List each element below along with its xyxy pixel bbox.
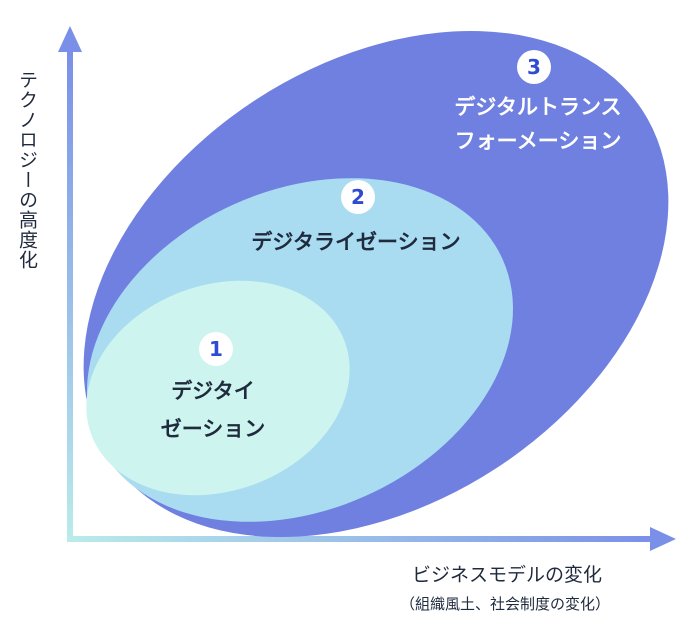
stage-3-label-line-2: フォーメーション [455,129,622,153]
stage-2-badge [341,180,375,214]
stage-3-group: 3 デジタルトランス フォーメーション [454,50,622,153]
x-axis-sublabel: （組織風土、社会制度の変化） [400,595,610,613]
stage-1-label-line-1: デジタイ [171,379,255,403]
stage-1-group: 1 デジタイ ゼーション [161,332,266,441]
x-axis-label: ビジネスモデルの変化 [412,564,602,586]
stage-1-badge [199,332,233,366]
x-axis-arrowhead [650,527,676,551]
stage-1-ellipse [86,280,350,496]
stage-2-number: 2 [351,185,365,209]
stage-3-badge [517,50,551,84]
stage-1-label-line-2: ゼーション [161,417,266,441]
stage-3-number: 3 [527,55,541,79]
stage-2-label: デジタライゼーション [251,230,460,254]
y-axis-arrowhead [58,26,82,52]
stage-2-group: 2 デジタライゼーション [251,180,461,254]
y-axis-label: テクノロジーの高度化 [16,70,38,270]
stage-1-number: 1 [209,337,223,361]
stage-3-label-line-1: デジタルトランス [454,95,621,119]
axes [58,26,676,551]
x-axis-line [67,536,657,542]
y-axis-line [67,48,73,542]
